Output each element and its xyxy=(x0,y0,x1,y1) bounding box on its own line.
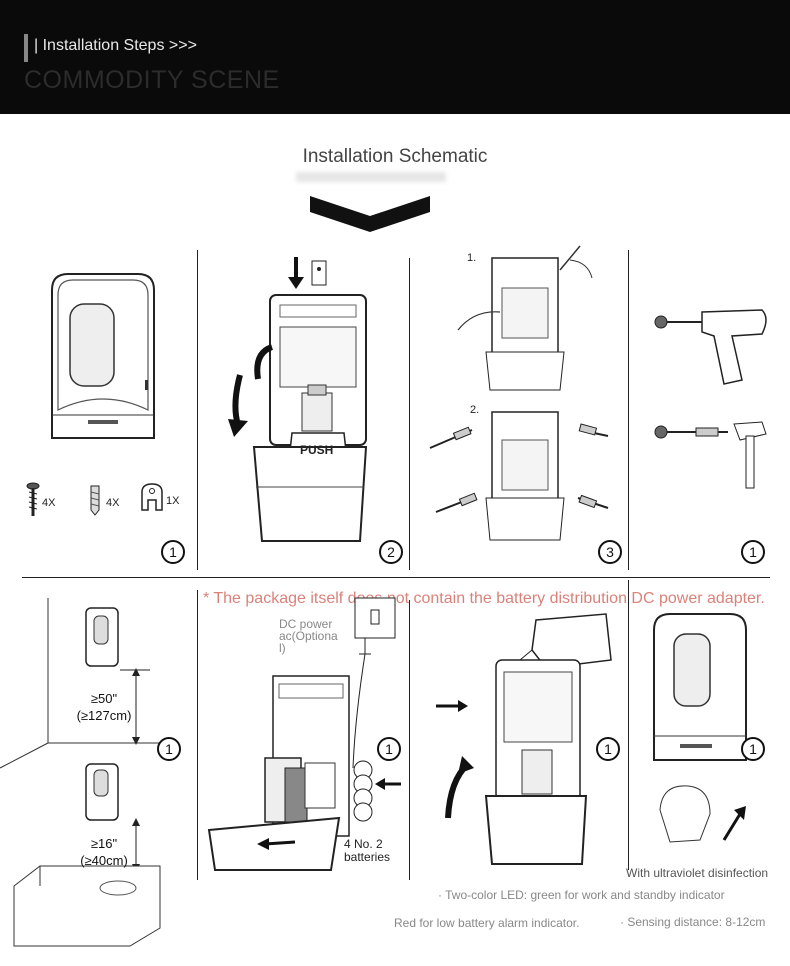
drill-and-hammer-illustration xyxy=(654,309,767,489)
refill-illustration xyxy=(436,613,612,865)
dc-adapter-label: DC power ac(Optiona l) xyxy=(279,618,338,654)
sensor-use-illustration xyxy=(653,613,747,843)
step-number: 1 xyxy=(741,737,765,761)
grid-divider xyxy=(409,600,410,880)
adapter-notice: * The package itself does not contain th… xyxy=(203,590,765,607)
step-number: 1 xyxy=(161,540,185,564)
schematic-title: Installation Schematic xyxy=(302,146,488,167)
screw-quantity: 4X xyxy=(42,497,56,509)
open-dispenser-illustration xyxy=(228,257,368,542)
feature-led: · Two-color LED: green for work and stan… xyxy=(438,888,725,902)
step-number: 2 xyxy=(379,540,403,564)
screw-icon xyxy=(26,482,40,516)
adapter-line: ac(Optiona xyxy=(279,629,338,643)
banner-accent-bar xyxy=(24,34,28,62)
min-height-bottom: ≥16" (≥40cm) xyxy=(64,835,144,869)
min-height-top: ≥50" (≥127cm) xyxy=(64,690,144,724)
height-value: ≥50" xyxy=(90,691,118,706)
height-metric: (≥40cm) xyxy=(80,853,128,868)
title-underline xyxy=(296,172,446,182)
header-banner: | Installation Steps >>> COMMODITY SCENE xyxy=(0,0,790,114)
grid-divider xyxy=(628,250,629,570)
anchor-quantity: 4X xyxy=(106,497,120,509)
grid-divider xyxy=(628,580,629,870)
wall-anchor-icon xyxy=(90,485,100,516)
substep-label: 2. xyxy=(470,404,480,416)
mounting-illustration xyxy=(429,245,609,541)
push-label: PUSH xyxy=(300,443,334,457)
battery-install-illustration xyxy=(207,597,401,871)
height-value: ≥16" xyxy=(90,836,118,851)
height-metric: (≥127cm) xyxy=(76,708,132,723)
adapter-line: l) xyxy=(279,641,286,655)
adapter-line: DC power xyxy=(279,617,333,631)
battery-line: batteries xyxy=(344,850,391,864)
key-quantity: 1X xyxy=(166,495,180,507)
grid-divider xyxy=(197,250,198,570)
height-diagram xyxy=(0,598,170,947)
step-number: 1 xyxy=(377,737,401,761)
step-number: 1 xyxy=(741,540,765,564)
battery-label: 4 No. 2 batteries xyxy=(344,838,390,864)
step-number: 1 xyxy=(596,737,620,761)
battery-line: 4 No. 2 xyxy=(344,837,383,851)
commodity-scene-label: COMMODITY SCENE xyxy=(24,66,280,94)
step-number: 3 xyxy=(598,540,622,564)
step-number: 1 xyxy=(157,737,181,761)
chevron-down-icon xyxy=(310,196,430,232)
substep-label: 1. xyxy=(467,252,477,264)
installation-steps-label: | Installation Steps >>> xyxy=(34,37,197,54)
key-icon xyxy=(141,483,163,511)
grid-divider xyxy=(22,577,770,578)
feature-sensing: · Sensing distance: 8-12cm xyxy=(620,915,766,929)
feature-battery-alarm: Red for low battery alarm indicator. xyxy=(394,916,580,930)
dispenser-illustration xyxy=(51,273,155,439)
grid-divider xyxy=(409,258,410,570)
feature-uv: With ultraviolet disinfection xyxy=(626,866,769,880)
grid-divider xyxy=(197,590,198,880)
